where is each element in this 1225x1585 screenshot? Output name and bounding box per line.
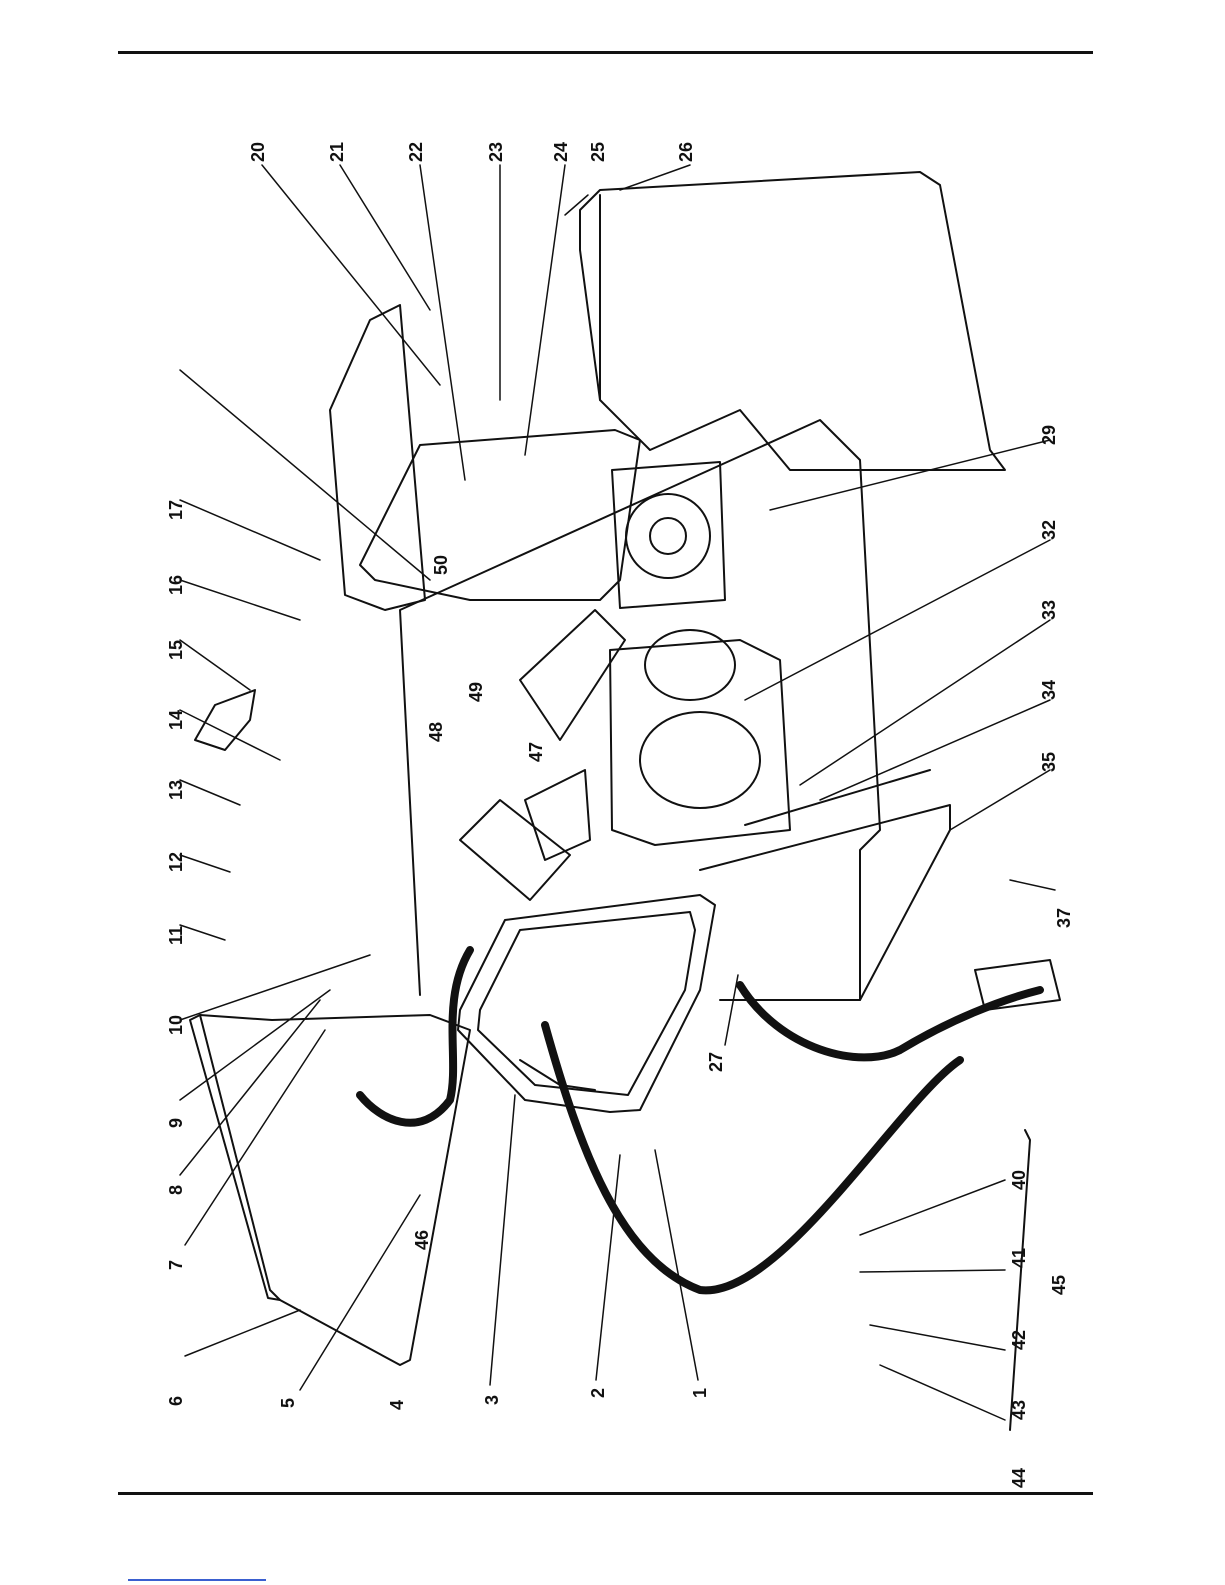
label-20: 20 [248, 142, 268, 162]
label-41: 41 [1009, 1248, 1029, 1268]
label-7: 7 [166, 1260, 186, 1270]
label-37: 37 [1054, 908, 1074, 928]
part-number-labels: 1 2 3 4 5 6 7 8 9 10 11 12 13 14 15 16 1… [166, 142, 1074, 1488]
cable-40 [545, 1025, 960, 1290]
rectifier-49 [520, 610, 625, 740]
label-3: 3 [482, 1395, 502, 1405]
label-15: 15 [166, 640, 186, 660]
front-panel-9 [458, 895, 715, 1112]
label-23: 23 [486, 142, 506, 162]
label-16: 16 [166, 575, 186, 595]
label-17: 17 [166, 500, 186, 520]
label-46: 46 [412, 1230, 432, 1250]
fan-29 [612, 462, 725, 608]
label-5: 5 [278, 1398, 298, 1408]
label-34: 34 [1039, 680, 1059, 700]
label-6: 6 [166, 1396, 186, 1406]
label-11: 11 [166, 926, 186, 945]
label-32: 32 [1039, 520, 1059, 540]
filter-15 [195, 690, 255, 750]
label-40: 40 [1009, 1170, 1029, 1190]
label-44: 44 [1009, 1468, 1029, 1488]
label-12: 12 [166, 852, 186, 872]
label-24: 24 [551, 142, 571, 162]
label-8: 8 [166, 1185, 186, 1195]
label-48: 48 [426, 722, 446, 742]
rear-panel-24 [360, 430, 640, 600]
label-50: 50 [431, 555, 451, 575]
side-panel-6 [200, 1015, 470, 1365]
label-2: 2 [588, 1388, 608, 1398]
label-22: 22 [406, 142, 426, 162]
cable-27 [740, 985, 1040, 1057]
circuit-board-48 [460, 800, 570, 900]
label-42: 42 [1009, 1330, 1029, 1350]
terminal-block-47 [525, 770, 590, 860]
label-9: 9 [166, 1118, 186, 1128]
label-26: 26 [676, 142, 696, 162]
label-21: 21 [327, 142, 347, 162]
label-13: 13 [166, 780, 186, 800]
top-cover-26 [580, 172, 1005, 470]
label-49: 49 [466, 682, 486, 702]
label-45: 45 [1049, 1275, 1069, 1295]
label-14: 14 [166, 710, 186, 730]
label-43: 43 [1009, 1400, 1029, 1420]
label-4: 4 [387, 1400, 407, 1410]
label-29: 29 [1039, 425, 1059, 445]
housing-17 [400, 420, 880, 1000]
label-10: 10 [166, 1015, 186, 1035]
label-25: 25 [588, 142, 608, 162]
label-47: 47 [526, 742, 546, 762]
label-1: 1 [690, 1388, 710, 1398]
transformer-32 [610, 640, 790, 845]
cable-9 [360, 950, 470, 1123]
label-27: 27 [706, 1052, 726, 1072]
label-33: 33 [1039, 600, 1059, 620]
label-35: 35 [1039, 752, 1059, 772]
